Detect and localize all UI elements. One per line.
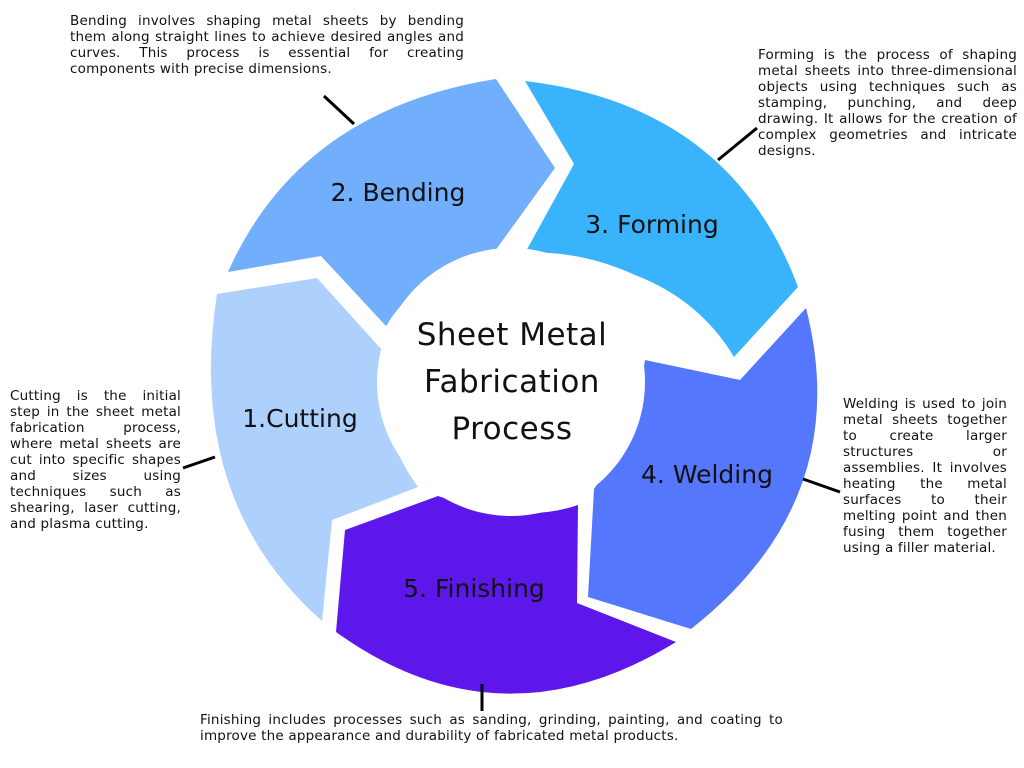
segment-welding: [588, 308, 818, 629]
cycle-segments: [210, 79, 818, 694]
description-bending: Bending involves shaping metal sheets by…: [70, 13, 464, 77]
description-forming: Forming is the process of shaping metal …: [758, 47, 1017, 159]
connector-lines: [182, 94, 841, 711]
connector-line-cutting: [182, 455, 216, 470]
connector-line-bending: [322, 94, 356, 126]
center-title-line-1: Sheet Metal: [416, 317, 608, 353]
segment-finishing: [336, 496, 676, 694]
segment-forming: [525, 81, 798, 357]
connector-line-forming: [717, 126, 758, 162]
segment-label-finishing: 5. Finishing: [403, 574, 545, 603]
segment-labels: 1.Cutting 2. Bending 3. Forming 4. Weldi…: [242, 178, 773, 603]
center-hub: [377, 248, 645, 516]
segment-label-forming: 3. Forming: [585, 210, 718, 239]
segment-bending: [228, 79, 555, 326]
center-title-line-3: Process: [451, 411, 573, 447]
center-title-line-2: Fabrication: [424, 364, 600, 400]
segment-cutting: [210, 278, 418, 621]
description-welding: Welding is used to join metal sheets tog…: [843, 396, 1007, 556]
description-finishing: Finishing includes processes such as san…: [200, 712, 783, 744]
center-title: Sheet Metal Fabrication Process: [392, 312, 632, 453]
segment-label-welding: 4. Welding: [641, 460, 773, 489]
description-cutting: Cutting is the initial step in the sheet…: [10, 388, 181, 532]
segment-label-bending: 2. Bending: [331, 178, 466, 207]
connector-line-welding: [802, 477, 841, 494]
segment-label-cutting: 1.Cutting: [242, 404, 357, 433]
